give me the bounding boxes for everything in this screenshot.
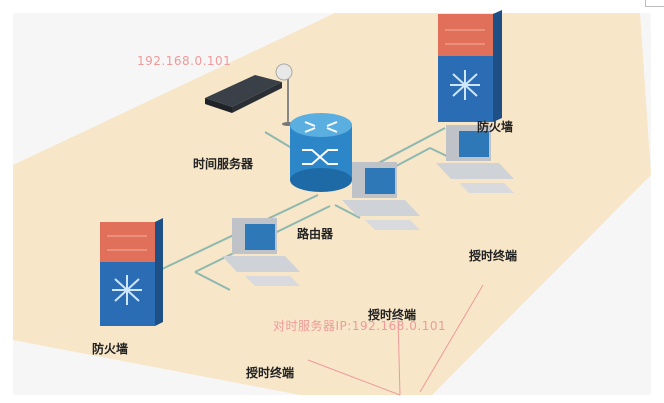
- firewall-left-label: 防火墙: [92, 342, 129, 356]
- terminal-2-icon: [342, 162, 420, 230]
- terminal-1-label: 授时终端: [246, 366, 295, 380]
- router-label: 路由器: [297, 227, 334, 241]
- firewall-left-icon: [100, 218, 163, 326]
- firewall-right-label: 防火墙: [477, 120, 514, 134]
- firewall-right-icon: [438, 10, 502, 122]
- server-ip-label: 192.168.0.101: [137, 54, 232, 68]
- time-server-label: 时间服务器: [193, 157, 254, 171]
- corner-mark: [645, 0, 664, 7]
- terminal-2-label: 授时终端: [368, 308, 417, 322]
- router-icon: [290, 113, 352, 192]
- terminal-3-label: 授时终端: [469, 249, 518, 263]
- network-zone: [13, 13, 651, 395]
- terminal-1-icon: [222, 218, 300, 286]
- terminal-3-icon: [436, 125, 514, 193]
- time-server-icon: [205, 75, 282, 113]
- sync-server-ip-label: 对时服务器IP:192.168.0.101: [273, 319, 447, 333]
- annotation-lines: [307, 284, 484, 396]
